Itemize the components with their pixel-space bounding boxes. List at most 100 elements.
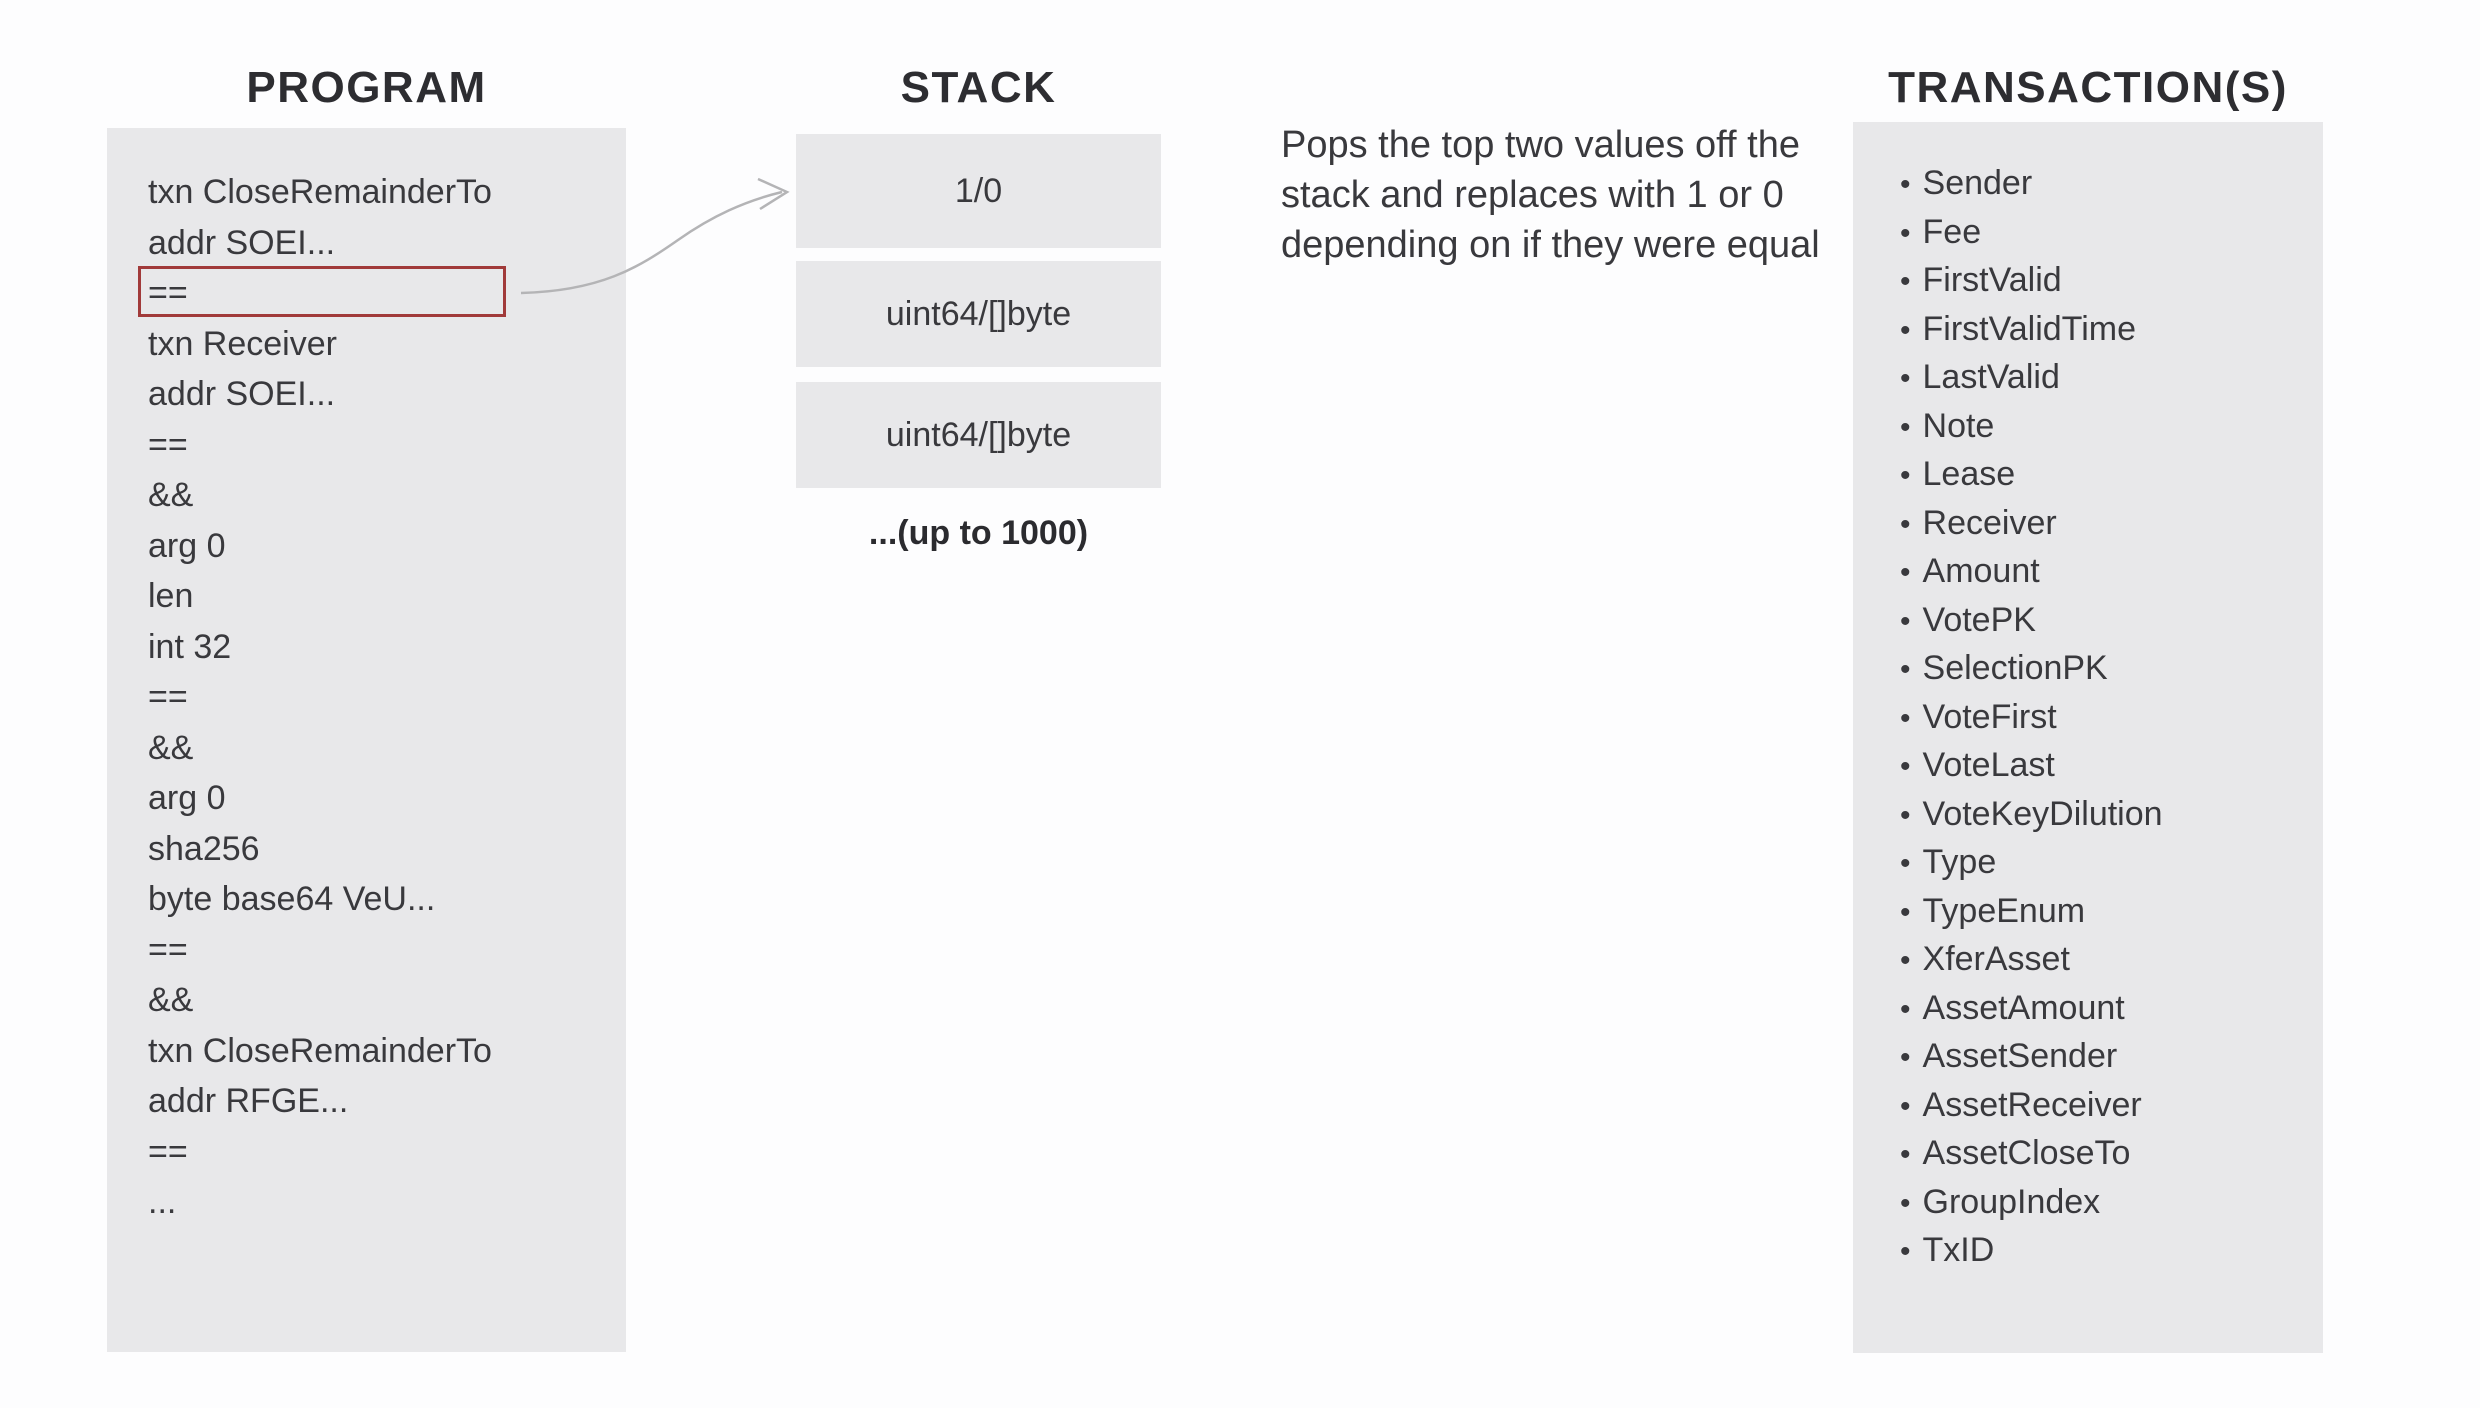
program-line: ... [148, 1183, 177, 1221]
transaction-field: • TxID [1900, 1226, 2163, 1275]
program-line: txn CloseRemainderTo [148, 1031, 492, 1070]
program-line: == [148, 1132, 188, 1171]
program-line: sha256 [148, 829, 260, 868]
stack-column-title: STACK [900, 63, 1057, 112]
bullet-icon: • [1900, 459, 1911, 492]
program-line: == [148, 678, 188, 716]
transaction-field: • VoteLast [1900, 741, 2163, 790]
opcode-description-line: stack and replaces with 1 or 0 [1281, 174, 1784, 216]
program-panel: txn CloseRemainderTo addr SOEI... == txn Re… [107, 128, 626, 1352]
transaction-field-label: FirstValidTime [1922, 309, 2136, 348]
opcode-description: Pops the top two values off the stack and… [1281, 120, 1820, 270]
bullet-icon: • [1900, 216, 1911, 250]
stack-slot-2-value: uint64/[]byte [885, 294, 1072, 333]
bullet-icon: • [1900, 313, 1911, 347]
transaction-field: •Note [1900, 402, 2163, 451]
stack-slot-2: uint64/[]byte [796, 261, 1161, 367]
transaction-field: • Fee [1900, 208, 2163, 257]
program-line: == [148, 274, 188, 312]
bullet-icon: • [1900, 750, 1911, 783]
transaction-field-label: AssetCloseTo [1922, 1134, 2131, 1172]
transaction-field-label: GroupIndex [1922, 1182, 2101, 1221]
program-line: && [148, 728, 194, 767]
program-line: == [148, 930, 188, 969]
stack-capacity-caption: ...(up to 1000) [868, 514, 1089, 552]
transaction-field-label: VoteLast [1922, 746, 2055, 784]
stack-slot-3-value: uint64/[]byte [885, 415, 1072, 454]
transaction-field-label: VoteKeyDilution [1922, 794, 2163, 833]
transaction-field-label: SelectionPK [1922, 649, 2108, 687]
bullet-icon: • [1900, 1186, 1911, 1220]
highlighted-opcode-box [138, 266, 506, 317]
transaction-field-label: TxID [1922, 1231, 1995, 1269]
program-line: && [148, 476, 194, 514]
transaction-field: • LastValid [1900, 353, 2163, 402]
transaction-field: •VoteFirst [1900, 693, 2163, 742]
program-line: arg 0 [148, 526, 226, 565]
transaction-field: • Lease [1900, 450, 2163, 499]
opcode-description-line: Pops the top two values off the [1281, 124, 1800, 166]
transaction-field: • Type [1900, 838, 2163, 887]
transaction-field-label: AssetAmount [1922, 988, 2125, 1027]
transaction-field-label: Type [1922, 843, 1997, 881]
transactions-column-title: TRANSACTION(S) [1888, 63, 2288, 112]
transaction-field-label: TypeEnum [1922, 891, 2086, 930]
transaction-field: • TypeEnum [1900, 887, 2163, 936]
bullet-icon: • [1900, 701, 1911, 735]
program-code-listing: txn CloseRemainderTo addr SOEI... == txn Re… [148, 167, 492, 1228]
program-line: arg 0 [148, 779, 226, 817]
transaction-field: • FirstValidTime [1900, 305, 2163, 354]
bullet-icon: • [1900, 556, 1911, 589]
program-line: == [148, 425, 188, 464]
transaction-field-label: FirstValid [1922, 261, 2062, 299]
transaction-field-label: AssetSender [1922, 1037, 2118, 1075]
program-line: addr RFGE... [148, 1082, 349, 1120]
bullet-icon: • [1900, 944, 1911, 977]
transaction-field-label: LastValid [1922, 358, 2060, 396]
transaction-field: •Amount [1900, 547, 2163, 596]
transaction-field: • VotePK [1900, 596, 2163, 645]
transaction-field-label: Fee [1922, 212, 1982, 251]
bullet-icon: • [1900, 895, 1911, 929]
stack-slot-3: uint64/[]byte [796, 382, 1161, 488]
transaction-field-label: Receiver [1922, 503, 2057, 542]
program-line: int 32 [148, 627, 232, 666]
bullet-icon: • [1900, 847, 1911, 880]
bullet-icon: • [1900, 1089, 1911, 1123]
transaction-field: • GroupIndex [1900, 1178, 2163, 1227]
bullet-icon: • [1900, 168, 1911, 201]
transaction-field: • Sender [1900, 159, 2163, 208]
bullet-icon: • [1900, 265, 1911, 298]
bullet-icon: • [1900, 653, 1911, 686]
transaction-field-label: Sender [1922, 164, 2033, 202]
bullet-icon: • [1900, 507, 1911, 541]
bullet-icon: • [1900, 798, 1911, 832]
program-column-title: PROGRAM [246, 63, 487, 112]
program-line: len [148, 577, 194, 615]
transaction-field: • FirstValid [1900, 256, 2163, 305]
bullet-icon: • [1900, 362, 1911, 395]
stack-slot-top: 1/0 [796, 134, 1161, 248]
bullet-icon: • [1900, 1235, 1911, 1268]
program-line: addr SOEI... [148, 375, 336, 413]
bullet-icon: • [1900, 604, 1911, 638]
transaction-field-label: AssetReceiver [1922, 1085, 2142, 1124]
transaction-field: • Receiver [1900, 499, 2163, 548]
stack-slot-top-value: 1/0 [954, 171, 1003, 210]
transaction-field: • AssetCloseTo [1900, 1129, 2163, 1178]
program-line: txn Receiver [148, 324, 337, 363]
program-line: addr SOEI... [148, 223, 336, 262]
transaction-field-label: Lease [1922, 455, 2016, 493]
bullet-icon: • [1900, 1138, 1911, 1171]
transaction-fields-list: • Sender • Fee • FirstValid • FirstValidTime… [1900, 159, 2163, 1275]
transaction-field: • AssetSender [1900, 1032, 2163, 1081]
program-line: txn CloseRemainderTo [148, 173, 492, 211]
transaction-field-label: VotePK [1922, 600, 2036, 639]
transaction-field: • VoteKeyDilution [1900, 790, 2163, 839]
bullet-icon: • [1900, 410, 1911, 444]
program-line: && [148, 981, 194, 1019]
bullet-icon: • [1900, 1041, 1911, 1074]
transaction-field: •AssetAmount [1900, 984, 2163, 1033]
opcode-description-line: depending on if they were equal [1281, 224, 1820, 266]
